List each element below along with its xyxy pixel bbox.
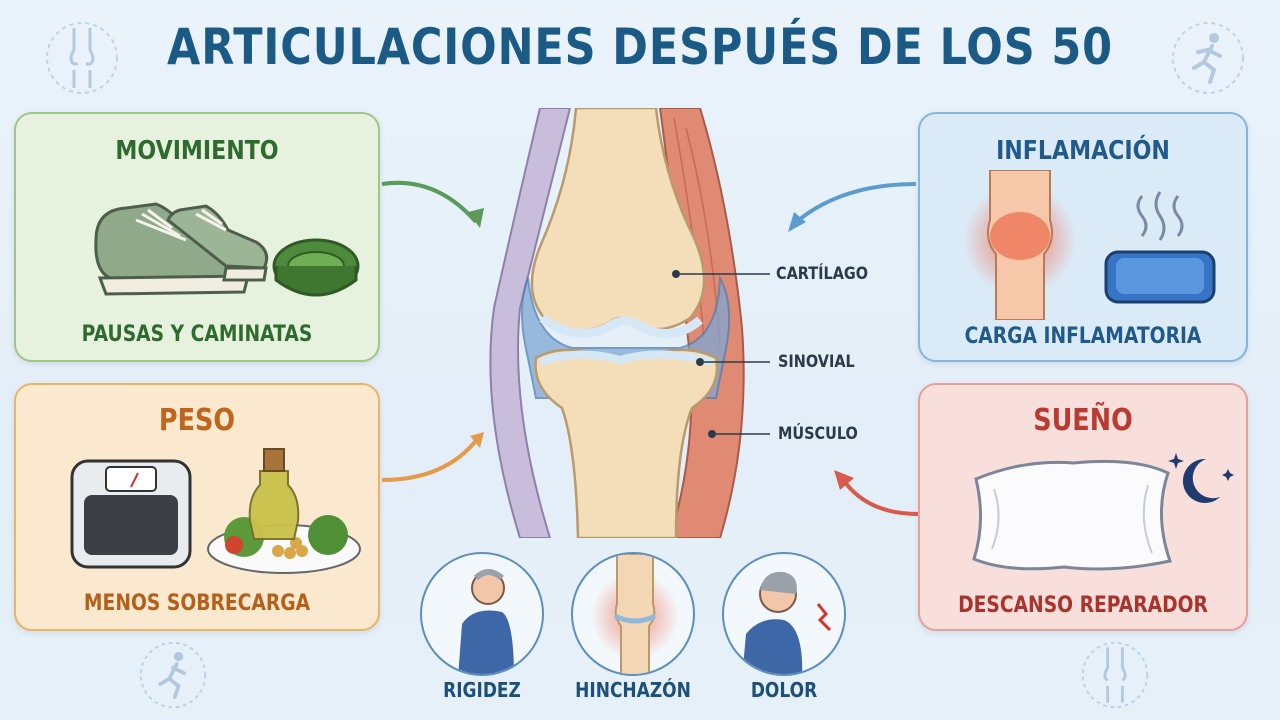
runner-icon [139,641,207,709]
arrow-movimiento [381,180,484,228]
movimiento-card: MOVIMIENTO PAUSAS Y CAMINATAS [14,112,380,362]
symptom-label: HINCHAZÓN [575,678,691,702]
peso-caption: MENOS SOBRECARGA [83,591,311,616]
knee-joint-icon [46,22,118,94]
swollen-knee-icon [591,554,679,674]
knee-joint-illustration [489,108,770,538]
scale-icon [70,459,192,569]
arrow-peso [381,432,484,482]
stiff-man-icon [458,569,514,674]
resistance-band-icon [272,238,360,297]
inflamed-knee-icon [964,170,1076,320]
peso-card: PESO MENOS SOBRECARGA [14,383,380,631]
inflamacion-card: INFLAMACIÓN CARGA INFLAMATORIA [918,112,1248,362]
knee-joint-icon [1081,641,1149,709]
ice-pack-icon [1104,191,1216,304]
label-musculo: MÚSCULO [778,424,858,444]
sueno-heading: SUEÑO [1033,403,1133,438]
symptom-label: RIGIDEZ [443,678,521,702]
runner-icon [1172,22,1244,94]
olive-oil-icon [248,448,300,540]
inflamacion-caption: CARGA INFLAMATORIA [964,324,1202,349]
label-cartilago: CARTÍLAGO [776,264,869,284]
sueno-card: SUEÑO DESCANSO REPARADOR [918,383,1248,631]
symptom-rigidez: RIGIDEZ [420,552,544,702]
peso-heading: PESO [158,403,236,438]
symptom-hinchazon: HINCHAZÓN [571,552,695,702]
movimiento-caption: PAUSAS Y CAMINATAS [81,322,313,347]
sueno-caption: DESCANSO REPARADOR [958,593,1208,618]
symptom-label: DOLOR [750,678,818,702]
movimiento-heading: MOVIMIENTO [115,136,279,166]
arrow-inflamacion [788,182,917,232]
pain-woman-icon [742,571,832,674]
page-title: ARTICULACIONES DESPUÉS DE LOS 50 [167,18,1113,76]
moon-icon [1168,453,1234,503]
symptom-dolor: DOLOR [722,552,846,702]
pillow-icon [972,459,1172,571]
food-plate-icon [207,448,361,574]
arrow-sueno [834,470,919,516]
label-sinovial: SINOVIAL [778,352,855,372]
inflamacion-heading: INFLAMACIÓN [996,136,1170,166]
shoes-icon [94,202,269,296]
